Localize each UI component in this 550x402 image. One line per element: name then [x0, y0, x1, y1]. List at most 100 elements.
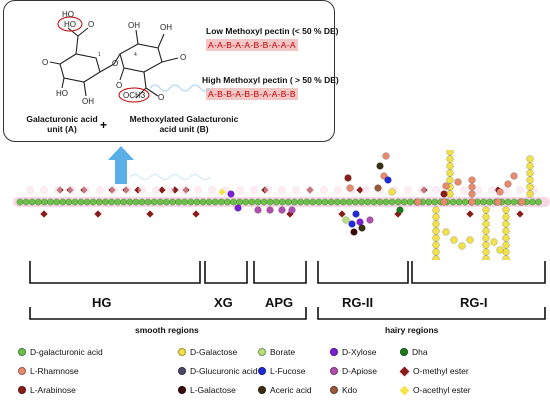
galacturonic-residue	[528, 198, 536, 206]
circle-icon	[330, 367, 338, 375]
glow	[516, 186, 524, 194]
glow	[194, 186, 202, 194]
legend-label: L-Galactose	[190, 385, 236, 395]
up-arrow-icon	[108, 146, 134, 184]
galactose-residue	[490, 238, 498, 246]
galacturonic-residue	[486, 198, 494, 206]
legend-label: D-Glucuronic acid	[190, 366, 258, 376]
galactose-residue	[482, 248, 490, 256]
legend-label: D-galacturonic acid	[30, 347, 103, 357]
methyl-ester	[40, 210, 48, 218]
circle-icon	[18, 367, 26, 375]
region-brackets	[29, 261, 546, 320]
galacturonic-residue	[71, 198, 79, 206]
glow	[474, 186, 482, 194]
galacturonic-residue	[150, 198, 158, 206]
rhamnose-residue	[468, 176, 476, 184]
smooth-regions-label: smooth regions	[135, 325, 199, 335]
rhamnose-residue	[494, 198, 502, 206]
circle-icon	[330, 348, 338, 356]
rgi-residue	[496, 188, 504, 196]
galactose-residue	[458, 242, 466, 250]
legend-label: Kdo	[342, 385, 358, 395]
galacturonic-residue	[315, 198, 323, 206]
glow	[68, 186, 76, 194]
galacturonic-residue	[352, 198, 359, 206]
galacturonic-residue	[22, 198, 30, 206]
svg-text:O: O	[158, 93, 164, 102]
galacturonic-residue	[480, 198, 488, 206]
circle-icon	[18, 348, 26, 356]
glow	[152, 186, 160, 194]
high-methoxyl-sequence: A-B-B-A-B-B-A-A-B-B	[206, 88, 298, 100]
low-methoxyl-sequence: A-A-B-A-A-B-B-A-A-A	[206, 39, 298, 51]
galacturonic-residue	[175, 198, 183, 206]
galacturonic-residue	[297, 198, 305, 206]
galactose-residue	[502, 213, 510, 221]
galacturonic-residue	[181, 198, 189, 206]
svg-text:O: O	[88, 20, 94, 29]
galacturonic-residue	[59, 198, 67, 206]
rgii-residue	[358, 224, 366, 232]
galactose-residue	[502, 206, 510, 214]
circle-icon	[330, 386, 338, 394]
rgii-residue	[342, 216, 350, 224]
svg-text:O: O	[116, 81, 122, 90]
legend-item: O-methyl ester	[399, 366, 469, 376]
galactose-residue	[502, 241, 510, 249]
glow	[124, 186, 132, 194]
legend-label: L-Fucose	[270, 366, 306, 376]
galactose-residue	[482, 227, 490, 235]
galacturonic-residue	[278, 198, 286, 206]
galacturonic-residue	[138, 198, 146, 206]
galactose-residue	[432, 241, 440, 249]
glow	[82, 186, 90, 194]
glow	[278, 186, 286, 194]
svg-text:4: 4	[134, 52, 137, 58]
methyl-ester	[192, 210, 200, 218]
galacturonic-residue	[95, 198, 103, 206]
apiose-residue	[254, 206, 262, 214]
rhamnose-residue	[518, 198, 526, 206]
galactose-residue	[432, 248, 440, 256]
galacturonic-residue	[254, 198, 262, 206]
glow	[236, 186, 244, 194]
svg-text:HO: HO	[56, 89, 68, 98]
glow	[26, 186, 34, 194]
ho-label: HO	[62, 10, 74, 19]
glow	[250, 186, 258, 194]
circle-icon	[178, 348, 186, 356]
legend-label: Aceric acid	[270, 385, 312, 395]
galactose-residue	[482, 241, 490, 249]
xylose-residue	[227, 190, 235, 198]
galactose-residue	[526, 190, 534, 198]
xylose-residue	[234, 204, 242, 212]
rgii-residue	[384, 176, 392, 184]
methyl-ester	[146, 210, 154, 218]
pectin-chain-diagram	[13, 150, 550, 260]
galacturonic-residue	[101, 198, 109, 206]
rgii-residue	[382, 152, 390, 160]
legend-label: D-Apiose	[342, 366, 377, 376]
glow	[208, 186, 216, 194]
rhamnose-residue	[468, 198, 476, 206]
svg-text:O: O	[180, 53, 186, 62]
circle-icon	[258, 386, 266, 394]
high-methoxyl-title: High Methoxyl pectin ( > 50 % DE)	[202, 75, 339, 85]
section-rgii: RG-II	[342, 295, 374, 310]
galacturonic-residue	[223, 198, 231, 206]
galacturonic-residue	[236, 198, 244, 206]
galactose-residue	[482, 220, 490, 228]
legend-item: L-Galactose	[178, 385, 236, 395]
galacturonic-residue	[132, 198, 140, 206]
galacturonic-residue	[230, 198, 237, 206]
legend-label: Dha	[412, 347, 428, 357]
galactose-residue	[442, 228, 450, 236]
galactose-residue	[526, 162, 534, 170]
galacturonic-residue	[34, 198, 42, 206]
section-xg: XG	[214, 295, 233, 310]
rgii-residue	[350, 228, 358, 236]
methyl-ester	[516, 210, 524, 218]
glow	[110, 186, 118, 194]
galactose-residue	[482, 255, 490, 260]
